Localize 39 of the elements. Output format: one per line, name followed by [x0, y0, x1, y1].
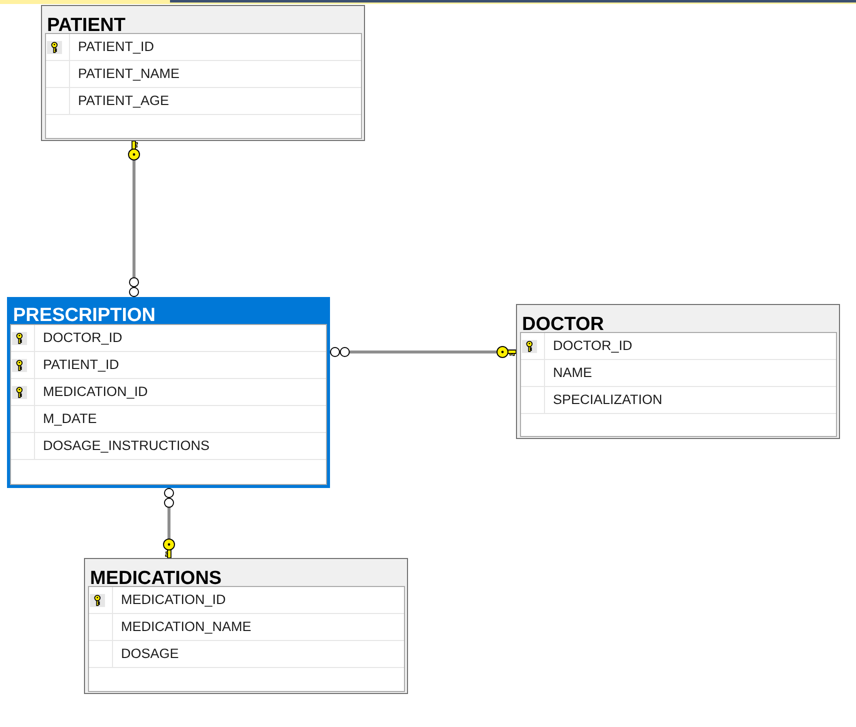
column-row	[521, 387, 836, 414]
column-name: MEDICATION_ID	[43, 383, 148, 401]
entity-table	[516, 304, 840, 439]
table-title: MEDICATIONS	[90, 568, 222, 590]
column-name: DOCTOR_ID	[553, 337, 632, 355]
column-name: MEDICATION_NAME	[121, 618, 252, 636]
column-name: PATIENT_ID	[43, 356, 120, 374]
column-name: PATIENT_NAME	[78, 65, 180, 83]
column-row	[11, 433, 326, 460]
column-row	[11, 379, 326, 406]
column-name: NAME	[553, 364, 592, 382]
column-row	[11, 325, 326, 352]
column-name: DOCTOR_ID	[43, 329, 122, 347]
column-row	[46, 88, 361, 115]
column-name: MEDICATION_ID	[121, 591, 226, 609]
table-title: DOCTOR	[522, 314, 604, 336]
column-row	[89, 614, 404, 641]
entity-table	[84, 558, 408, 694]
column-row	[521, 333, 836, 360]
column-row	[11, 352, 326, 379]
column-name: DOSAGE_INSTRUCTIONS	[43, 437, 210, 455]
table-title: PRESCRIPTION	[13, 305, 156, 327]
column-name: M_DATE	[43, 410, 97, 428]
relationship-line	[330, 346, 516, 358]
column-name: PATIENT_ID	[78, 38, 154, 56]
column-name: DOSAGE	[121, 645, 179, 663]
column-name: PATIENT_AGE	[78, 92, 170, 110]
entity-table	[7, 297, 330, 488]
relationship-line	[128, 140, 140, 297]
column-row	[11, 406, 326, 433]
column-name: SPECIALIZATION	[553, 391, 662, 409]
column-row	[521, 360, 836, 387]
column-row	[89, 587, 404, 614]
relationship-line	[163, 488, 175, 558]
column-row	[89, 641, 404, 668]
column-row	[46, 61, 361, 88]
entity-table	[41, 5, 365, 141]
table-title: PATIENT	[47, 15, 126, 37]
column-row	[46, 34, 361, 61]
